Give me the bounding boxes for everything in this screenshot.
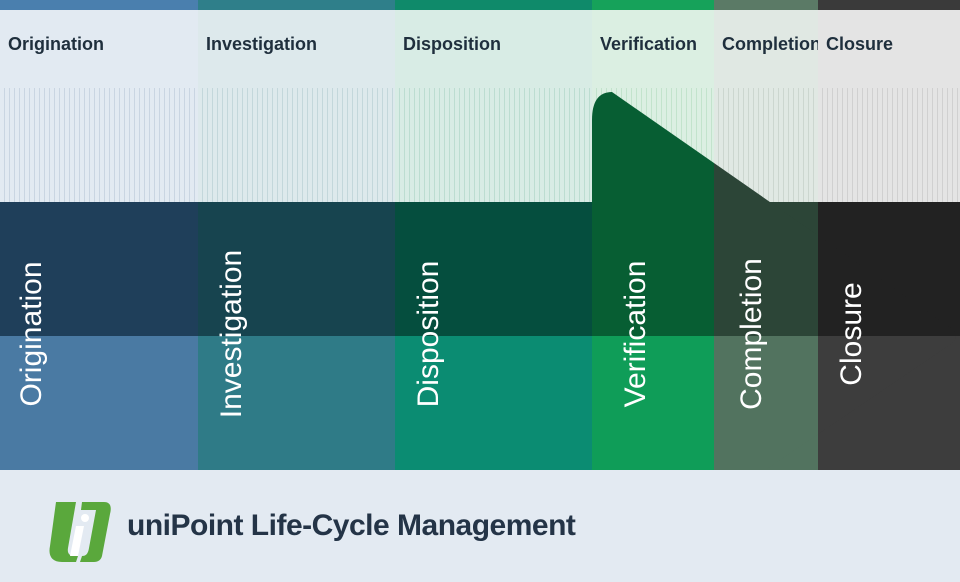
- stage-header-label: Origination: [8, 34, 104, 54]
- stage-header: Verification: [592, 10, 714, 88]
- stage-stripe-band: [198, 88, 395, 202]
- stage-header: Disposition: [395, 10, 592, 88]
- stage-column-origination: Origination: [0, 0, 198, 470]
- stage-cap: [818, 0, 960, 10]
- stage-dark-band: [198, 202, 395, 336]
- stage-cap: [714, 0, 818, 10]
- stage-vertical-text: Verification: [619, 260, 652, 408]
- unipoint-logo-icon: [49, 502, 111, 562]
- stage-light-band: [395, 336, 592, 470]
- stage-vertical-text: Closure: [835, 282, 868, 386]
- stage-stripe-band: [0, 88, 198, 202]
- stage-header-label: Closure: [826, 34, 894, 54]
- stage-header: Completion: [714, 10, 821, 88]
- stage-header: Origination: [0, 10, 198, 88]
- stage-header-label: Disposition: [403, 34, 501, 54]
- stage-header: Closure: [818, 10, 960, 88]
- arrow-band-dark-verification: [592, 92, 714, 336]
- stage-cap: [395, 0, 592, 10]
- stage-cap: [198, 0, 395, 10]
- stage-dark-band: [395, 202, 592, 336]
- stage-vertical-text: Investigation: [215, 249, 248, 419]
- stage-vertical-text: Origination: [15, 261, 48, 407]
- stage-stripe-band: [395, 88, 592, 202]
- stage-light-band: [0, 336, 198, 470]
- stage-column-disposition: Disposition: [395, 0, 592, 470]
- stage-header-label: Completion: [722, 34, 821, 54]
- stage-light-band: [198, 336, 395, 470]
- footer-title: uniPoint Life-Cycle Management: [127, 509, 576, 542]
- stage-header: Investigation: [198, 10, 395, 88]
- stage-vertical-text: Completion: [735, 258, 768, 410]
- stage-cap: [0, 0, 198, 10]
- footer: [0, 470, 960, 582]
- stage-vertical-text: Disposition: [412, 260, 445, 408]
- stage-column-investigation: Investigation: [198, 0, 395, 470]
- stage-dark-band: [0, 202, 198, 336]
- stage-header-label: Verification: [600, 34, 698, 54]
- stage-cap: [592, 0, 714, 10]
- stage-column-closure: Closure: [818, 0, 960, 470]
- stage-stripe-band: [818, 88, 960, 202]
- stage-header-label: Investigation: [206, 34, 318, 54]
